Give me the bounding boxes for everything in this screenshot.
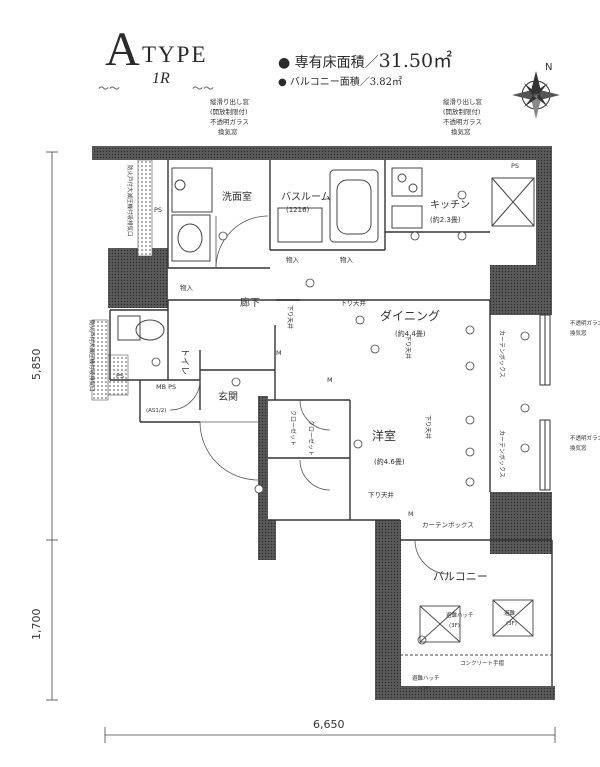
bathtub xyxy=(277,169,379,243)
note-right-window-2a: 不透明ガラス xyxy=(570,434,600,442)
right-windows xyxy=(539,314,551,491)
note-escape-hatch-3-size: (3F) xyxy=(420,686,431,692)
plan-subtype: 1R xyxy=(152,70,170,87)
storage-shoe-box: 物入 xyxy=(180,283,194,292)
door-swings xyxy=(169,215,450,575)
note-window-left-3: 不透明ガラス xyxy=(210,117,249,126)
toilet-fixture xyxy=(117,315,165,341)
room-entrance: 玄関 xyxy=(218,390,238,403)
note-window-right-2: (開放制限付) xyxy=(443,107,481,116)
dining-size: (約4.4畳) xyxy=(395,329,426,338)
kitchen-fixtures xyxy=(391,167,535,229)
compass-north-label: N xyxy=(545,62,552,73)
downlight-label-5: 下り天井 xyxy=(368,490,395,499)
balcony-area-label: バルコニー面積 xyxy=(289,77,360,88)
note-right-window-1a: 不透明ガラス xyxy=(570,319,600,327)
equipment-ps-3: PS xyxy=(116,372,124,380)
plan-title-type: TYPE xyxy=(142,42,208,67)
room-kitchen: キッチン xyxy=(430,199,470,211)
plan-title-letter: A xyxy=(105,23,141,76)
note-left-lower: 防火戸付大減圧機付吸排気口 xyxy=(88,320,96,392)
note-escape-hatch-1-size: (3F) xyxy=(449,623,460,629)
kitchen-size: (約2.3畳) xyxy=(430,215,461,224)
equipment-ps-2: PS xyxy=(511,162,519,170)
storage-shelf: クローゼット xyxy=(307,420,315,456)
bathroom-size: (1216) xyxy=(286,206,310,214)
curtain-box-label-3: カーテンボックス xyxy=(422,521,474,529)
note-window-right-1: 縦滑り出し窓 xyxy=(443,97,483,106)
ceiling-lights xyxy=(151,190,530,645)
dimension-lines xyxy=(46,151,556,743)
equipment-m-2: M xyxy=(327,376,333,384)
room-hallway: 廊下 xyxy=(240,296,260,309)
downlight-label-1: 下り天井 xyxy=(340,298,367,307)
room-toilet: トイレ xyxy=(179,348,189,375)
note-right-window-1b: 換気窓 xyxy=(570,329,587,337)
dimension-total-width: 6,650 xyxy=(313,718,345,731)
western-size: (約4.6畳) xyxy=(374,457,405,466)
washroom-fixtures xyxy=(171,167,213,262)
interior-walls xyxy=(109,160,553,686)
note-concrete-rail: コンクリート手摺 xyxy=(460,659,505,667)
room-dining: ダイニング xyxy=(380,308,440,323)
floor-area: ● 専有床面積／31.50㎡ xyxy=(278,50,453,72)
downlight-label-2: 下り天井 xyxy=(286,305,294,329)
room-bathroom: バスルーム xyxy=(281,191,331,203)
note-right-window-2b: 換気窓 xyxy=(570,444,587,452)
room-washroom: 洗面室 xyxy=(222,190,252,203)
note-escape-hatch-2: 避難 xyxy=(504,609,516,617)
hatched-walls xyxy=(91,159,153,401)
floor-area-label: 専有床面積 xyxy=(294,55,365,71)
dimension-upper-height: 5,850 xyxy=(30,349,43,381)
downlight-label-3: 下り天井 xyxy=(404,335,412,359)
compass-icon xyxy=(512,71,560,119)
curtain-box-label-2: カーテンボックス xyxy=(498,430,506,478)
equipment-mbps-sub: (AS1/2) xyxy=(146,408,166,414)
note-window-left-1: 縦滑り出し窓 xyxy=(210,97,250,106)
downlight-label-4: 下り天井 xyxy=(424,415,432,439)
equipment-m-1: M xyxy=(276,349,282,357)
note-window-left-2: (開放制限付) xyxy=(210,107,248,116)
note-window-right-4: 換気窓 xyxy=(451,127,471,136)
equipment-mbps: MB PS xyxy=(156,383,176,391)
equipment-ps-1: PS xyxy=(154,206,162,214)
balcony-area: ● バルコニー面積／3.82㎡ xyxy=(278,77,402,88)
storage-linen-1: 物入 xyxy=(286,255,300,264)
ornament-right: 〜〜 xyxy=(192,82,214,95)
note-left-vertical: 防火戸付大減圧機付吸排気口 xyxy=(126,165,134,237)
room-western: 洋室 xyxy=(372,428,396,443)
storage-closet: クローゼット xyxy=(289,410,297,446)
note-escape-hatch-3: 避難ハッチ xyxy=(412,674,440,682)
note-escape-hatch-1: 避難ハッチ xyxy=(446,611,474,619)
floor-area-value: 31.50㎡ xyxy=(378,50,453,72)
room-balcony: バルコニー xyxy=(433,570,488,583)
note-escape-hatch-2-size: (3F) xyxy=(506,621,517,627)
note-window-right-3: 不透明ガラス xyxy=(443,117,482,126)
escape-hatches xyxy=(400,599,552,656)
ornament-left: 〜〜 xyxy=(98,82,120,95)
note-window-left-4: 換気窓 xyxy=(218,127,238,136)
curtain-box-label-1: カーテンボックス xyxy=(498,330,506,378)
storage-linen-2: 物入 xyxy=(340,255,354,264)
balcony-area-value: 3.82㎡ xyxy=(369,77,402,88)
outer-walls xyxy=(92,146,555,700)
equipment-m-3: M xyxy=(408,510,414,518)
dimension-lower-height: 1,700 xyxy=(30,609,43,641)
